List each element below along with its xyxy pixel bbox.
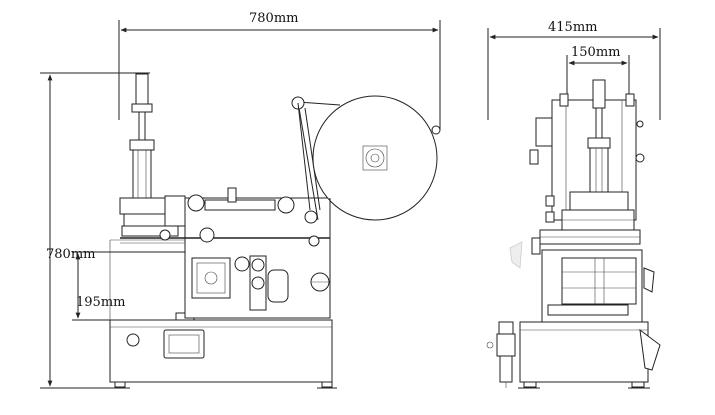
front-height-dimension: 780mm [40,72,150,389]
side-inner-width-dimension: 150mm [566,45,630,100]
front-width-dimension: 780mm [118,11,441,130]
front-width-label: 780mm [249,11,298,26]
power-button-icon [126,333,140,347]
side-view-machine [486,79,661,389]
roller-2 [277,196,295,214]
side-motor-housing [561,257,637,305]
side-width-dimension: 415mm [487,20,661,120]
roller-3 [199,227,215,243]
press-pad [121,225,179,237]
front-base-height-dimension: 195mm [72,251,185,321]
control-screen [163,329,205,359]
front-height-label: 780mm [46,247,95,262]
side-inner-width-label: 150mm [571,45,620,60]
motor-box [191,257,231,299]
press-cylinder-body [132,149,152,199]
label-roll [312,95,438,221]
side-base-cabinet [519,321,649,383]
roller-1 [187,194,205,212]
front-base-cabinet [109,319,333,383]
front-view-machine [109,73,441,389]
air-regulator [498,321,514,335]
side-width-label: 415mm [548,20,597,35]
side-cylinder-top [592,79,606,109]
press-cylinder-top [135,73,149,105]
front-base-height-label: 195mm [76,295,125,310]
